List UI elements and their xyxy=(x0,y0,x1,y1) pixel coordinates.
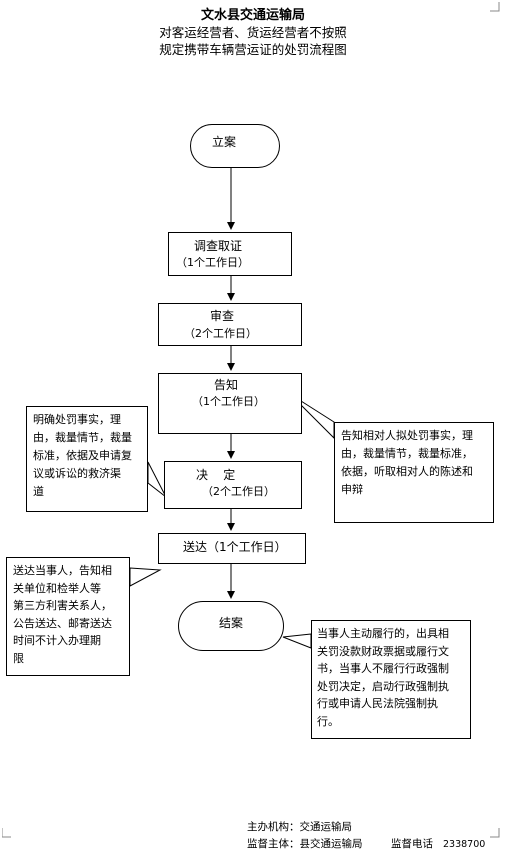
note-closing: 当事人主动履行的，出具相 关罚没款财政票据或履行文 书，当事人不履行行政强制 处… xyxy=(311,620,471,739)
footer-phone: 2338700 xyxy=(443,839,486,850)
step-investigation-label: 调查取证 xyxy=(194,239,243,253)
page-subtitle-line2: 规定携带车辆营运证的处罚流程图 xyxy=(159,42,347,57)
step-investigation-time: （1个工作日） xyxy=(176,256,249,269)
corner-mark-top-right xyxy=(490,2,500,12)
start-node xyxy=(190,124,280,168)
step-decision-time: （2个工作日） xyxy=(202,485,275,498)
step-delivery xyxy=(158,533,306,564)
note-notice-content: 告知相对人拟处罚事实，理 由，裁量情节，裁量标准， 依据，听取相对人的陈述和 申… xyxy=(334,422,494,523)
step-notice-time: （1个工作日） xyxy=(192,395,265,408)
end-node xyxy=(178,601,284,651)
step-review-label: 审查 xyxy=(210,309,235,323)
step-delivery-label: 送达（1个工作日） xyxy=(183,540,287,554)
footer-organizer: 主办机构：交通运输局 xyxy=(247,821,352,833)
step-notice-label: 告知 xyxy=(214,378,239,392)
step-decision xyxy=(164,461,302,509)
note-decision-basis: 明确处罚事实，理 由，裁量情节，裁量 标准，依据及申请复 议或诉讼的救济渠 道 xyxy=(26,406,148,512)
step-decision-label: 决 定 xyxy=(196,468,236,482)
step-review-time: （2个工作日） xyxy=(184,327,257,340)
note-delivery: 送达当事人，告知相 关单位和检举人等 第三方利害关系人， 公告送达、邮寄送达 时… xyxy=(6,557,130,676)
corner-mark-bottom-right xyxy=(490,828,500,838)
step-review xyxy=(158,303,302,346)
start-label: 立案 xyxy=(212,135,237,149)
corner-mark-bottom-left xyxy=(2,828,11,838)
end-label: 结案 xyxy=(219,616,244,630)
page-subtitle-line1: 对客运经营者、货运经营者不按照 xyxy=(159,25,347,40)
step-notice xyxy=(158,373,302,434)
step-investigation xyxy=(168,232,292,276)
footer-supervisor: 监督主体：县交通运输局 xyxy=(247,838,363,850)
page-title: 文水县交通运输局 xyxy=(200,8,305,23)
footer-phone-label: 监督电话 xyxy=(391,838,433,850)
